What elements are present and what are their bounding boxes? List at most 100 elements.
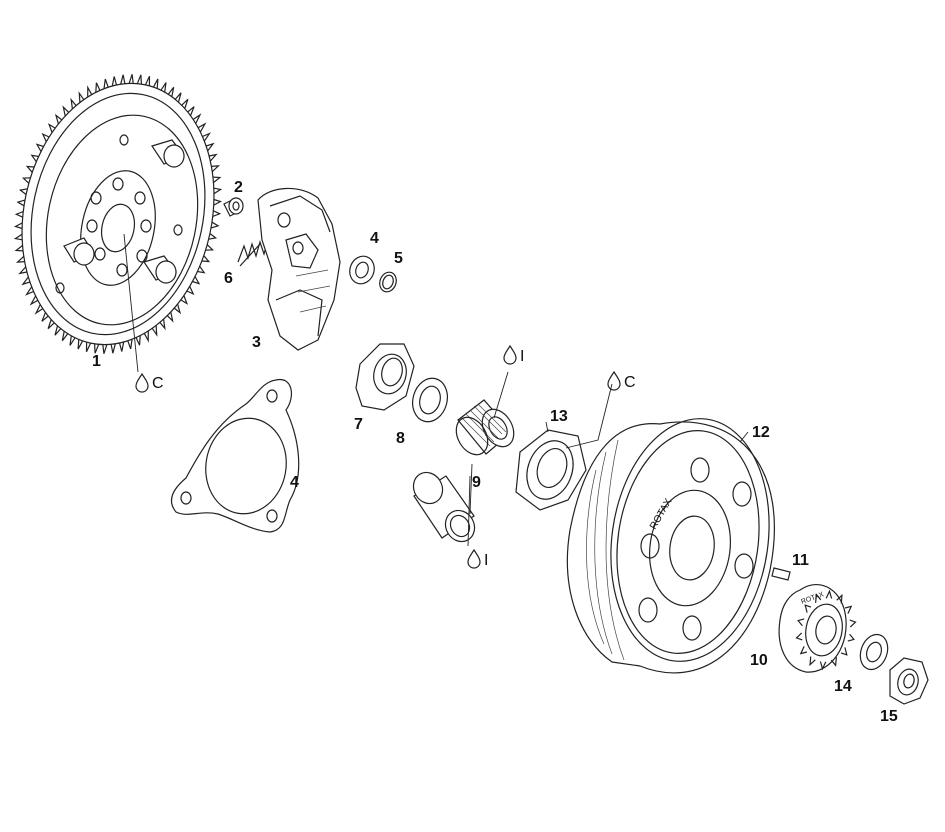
gear-tooth	[174, 92, 182, 103]
gear-tooth	[159, 319, 166, 331]
gear-tooth	[14, 210, 24, 218]
callout-2: 2	[234, 179, 243, 196]
sleeve-part-9	[412, 471, 476, 543]
gear-tooth	[94, 343, 100, 354]
gear-tooth	[160, 82, 167, 93]
lubricant-mark-c: C	[152, 375, 164, 392]
gear-tooth	[54, 113, 63, 125]
gear-tooth	[136, 74, 142, 85]
callout-4: 4	[370, 230, 379, 247]
gear-tooth	[34, 304, 44, 315]
ring-gear-part-1	[13, 74, 223, 354]
gear-tooth	[143, 330, 149, 343]
gear-tooth	[41, 132, 50, 142]
gear-tooth	[103, 78, 109, 89]
gear-tooth	[152, 78, 159, 89]
gear-tooth	[212, 176, 222, 184]
gear-tooth	[797, 618, 805, 627]
washer-part-8	[412, 377, 448, 423]
circlip-part-5	[379, 271, 397, 293]
gear-tooth	[201, 255, 211, 263]
washer-part-4	[349, 255, 375, 285]
lubricant-mark-i: I	[520, 348, 524, 365]
gear-tooth	[144, 76, 151, 86]
callout-9: 9	[472, 474, 481, 491]
gear-tooth	[69, 335, 76, 346]
gear-tooth	[795, 632, 803, 641]
callout-4: 4	[290, 474, 299, 491]
flange-nut-part-13	[515, 429, 587, 511]
callout-10: 10	[750, 652, 768, 669]
gear-tooth	[210, 221, 220, 229]
gear-tooth	[212, 210, 222, 218]
gasket-plate-part-4	[171, 378, 300, 533]
gear-tooth	[809, 656, 816, 667]
callout-8: 8	[396, 430, 405, 447]
gear-tooth	[102, 344, 108, 354]
gear-tooth	[804, 604, 812, 613]
gear-tooth	[173, 303, 182, 315]
gear-tooth	[213, 198, 223, 206]
gear-tooth	[836, 593, 843, 604]
gear-tooth	[35, 143, 44, 152]
gear-tooth	[25, 165, 35, 173]
hex-nut-part-7	[355, 343, 415, 411]
gear-tooth	[111, 76, 118, 87]
callout-11: 11	[792, 552, 809, 569]
spring-part-6	[237, 239, 269, 267]
gear-tooth	[87, 85, 93, 98]
gear-tooth	[166, 311, 174, 323]
gear-tooth	[21, 276, 31, 286]
gear-tooth	[205, 142, 215, 152]
gear-tooth	[18, 188, 28, 195]
gear-tooth	[849, 619, 857, 628]
gear-tooth	[180, 295, 189, 305]
gear-tooth	[70, 97, 77, 109]
gear-tooth	[844, 605, 853, 614]
clutch-drum-part-12: ROTAX	[566, 418, 775, 674]
gear-tooth	[819, 661, 827, 671]
gear-tooth	[14, 244, 24, 252]
gear-tooth	[213, 187, 223, 195]
lubricant-drop-icon	[467, 548, 481, 569]
gear-tooth	[799, 646, 808, 655]
gear-tooth	[120, 74, 126, 85]
gear-tooth	[211, 165, 221, 173]
callout-15: 15	[880, 708, 898, 725]
gear-tooth	[205, 244, 215, 251]
gear-tooth	[815, 593, 822, 603]
gear-tooth	[208, 153, 218, 162]
gear-tooth	[29, 295, 39, 306]
callout-5: 5	[394, 250, 403, 267]
gear-tooth	[21, 177, 31, 184]
gear-tooth	[77, 339, 84, 350]
callout-13: 13	[550, 408, 568, 425]
gear-tooth	[127, 339, 133, 350]
gear-tooth	[78, 91, 85, 103]
gear-tooth	[192, 276, 201, 285]
gear-tooth	[202, 132, 212, 142]
gear-tooth	[41, 312, 49, 322]
gear-tooth	[110, 343, 116, 354]
gear-tooth	[16, 199, 26, 207]
callout-1: 1	[92, 353, 101, 370]
gear-tooth	[208, 233, 218, 240]
gear-tooth	[187, 106, 195, 116]
callout-12: 12	[752, 424, 770, 441]
gear-tooth	[135, 335, 141, 346]
gear-tooth	[61, 331, 69, 342]
sprocket-hub-part-10: ROTAX	[778, 584, 857, 673]
nut-part-15	[889, 657, 929, 705]
gear-tooth	[13, 222, 23, 230]
callout-3: 3	[252, 334, 261, 351]
gear-tooth	[47, 123, 56, 133]
callout-7: 7	[354, 416, 363, 433]
callout-6: 6	[224, 270, 233, 287]
gear-tooth	[197, 122, 207, 133]
gear-tooth	[847, 633, 855, 642]
lubricant-drop-icon	[135, 372, 149, 393]
gear-tooth	[18, 266, 28, 275]
gear-tooth	[118, 341, 125, 352]
gear-tooth	[85, 342, 92, 352]
